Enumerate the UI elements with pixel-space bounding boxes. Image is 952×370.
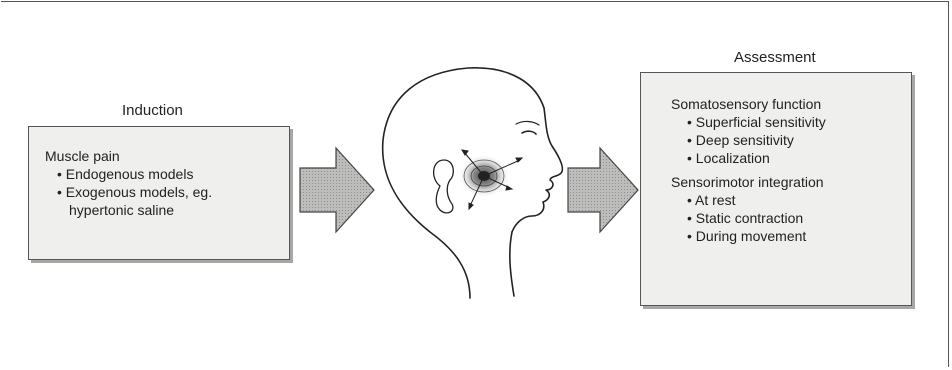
induction-item: • Endogenous models (57, 166, 194, 182)
assessment-item: • Localization (687, 150, 770, 166)
assessment-section1-title: Somatosensory function (671, 96, 822, 112)
induction-heading: Induction (122, 102, 183, 119)
assessment-item: • Static contraction (687, 210, 804, 226)
assessment-section2-title: Sensorimotor integration (671, 174, 824, 190)
assessment-item: • Superficial sensitivity (687, 114, 826, 130)
induction-box-content: Muscle pain • Endogenous models • Exogen… (45, 147, 212, 219)
induction-title: Muscle pain (45, 148, 120, 164)
assessment-heading: Assessment (734, 49, 816, 66)
induction-item: hypertonic saline (69, 202, 175, 218)
assessment-box: Somatosensory function • Superficial sen… (640, 72, 912, 306)
assessment-item: • Deep sensitivity (687, 132, 794, 148)
pain-region (458, 149, 524, 211)
right-arrow-icon (567, 146, 639, 234)
assessment-item: • During movement (687, 228, 807, 244)
induction-item: • Exogenous models, eg. (57, 184, 213, 200)
assessment-item: • At rest (687, 192, 736, 208)
induction-box: Muscle pain • Endogenous models • Exogen… (28, 126, 290, 260)
right-arrow-icon (299, 146, 375, 234)
head-profile-icon (381, 67, 564, 299)
assessment-box-content: Somatosensory function • Superficial sen… (671, 95, 826, 245)
